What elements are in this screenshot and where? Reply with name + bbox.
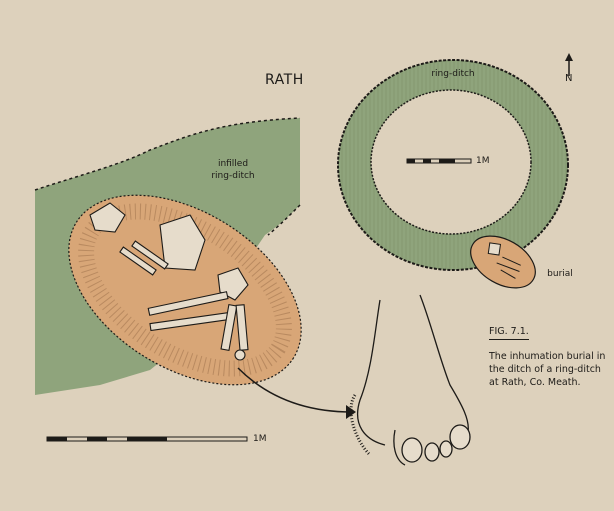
scale-small-label: 1M — [476, 156, 490, 166]
infilled-label-line2: ring-ditch — [211, 171, 255, 181]
ring-ditch-label: ring-ditch — [431, 69, 475, 79]
scale-large-label: 1M — [253, 434, 267, 444]
foot-sketch — [349, 294, 471, 466]
north-label: N — [565, 73, 573, 84]
figure-number: FIG. 7.1. — [489, 326, 529, 340]
ditch-edge-dotted — [34, 117, 301, 191]
site-title: RATH — [265, 72, 304, 88]
north-arrow-icon — [565, 53, 573, 76]
skeleton-drawing — [89, 202, 249, 361]
infilled-ditch-label: infilled ring-ditch — [198, 158, 268, 182]
scale-bar-small — [406, 158, 472, 164]
burial-small — [470, 235, 536, 289]
scale-bar-large — [46, 436, 248, 442]
burial-label: burial — [547, 269, 573, 279]
infilled-label-line1: infilled — [217, 159, 249, 169]
figure-caption: The inhumation burial in the ditch of a … — [489, 351, 606, 388]
detail-arrow — [237, 367, 353, 413]
ring-ditch-plan — [337, 59, 569, 271]
